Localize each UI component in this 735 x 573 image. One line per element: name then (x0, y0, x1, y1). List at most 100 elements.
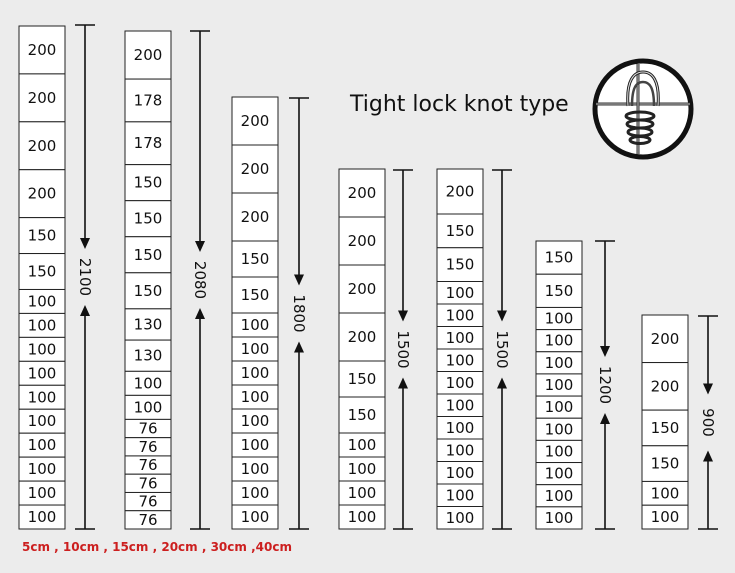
wire-spacing-label: 200 (651, 377, 680, 395)
wire-spacing-label: 100 (241, 412, 270, 430)
knot-illustration (588, 58, 698, 160)
wire-spacing-label: 100 (241, 484, 270, 502)
wire-spacing-label: 76 (138, 474, 157, 492)
wire-spacing-label: 100 (134, 398, 163, 416)
wire-spacing-label: 100 (545, 465, 574, 483)
wire-spacing-cell (18, 169, 66, 219)
arrow-up-icon (195, 308, 205, 319)
wire-spacing-label: 130 (134, 315, 163, 333)
wire-spacing-label: 100 (446, 509, 475, 527)
wire-spacing-label: 100 (446, 419, 475, 437)
wire-spacing-label: 200 (348, 280, 377, 298)
wire-spacing-cell (18, 25, 66, 75)
wire-spacing-label: 100 (545, 420, 574, 438)
height-dimension: 1500 (492, 169, 512, 530)
height-dimension: 2100 (75, 24, 95, 530)
fence-column: 2001781781501501501501301301001007676767… (124, 30, 210, 530)
wire-spacing-cell (124, 121, 172, 166)
wire-spacing-cell (124, 164, 172, 202)
wire-spacing-label: 76 (138, 438, 157, 456)
wire-spacing-label: 76 (138, 420, 157, 438)
wire-spacing-cell (641, 314, 689, 364)
height-dimension: 1200 (595, 240, 615, 530)
wire-spacing-label: 150 (545, 282, 574, 300)
wire-spacing-label: 100 (28, 484, 57, 502)
wire-spacing-label: 200 (651, 330, 680, 348)
wire-spacing-label: 200 (28, 41, 57, 59)
wire-spacing-label: 100 (28, 316, 57, 334)
wire-spacing-cell (124, 308, 172, 341)
arrow-down-icon (703, 383, 713, 395)
wire-spacing-label: 100 (446, 486, 475, 504)
wire-spacing-label: 150 (348, 370, 377, 388)
knot-type-title: Tight lock knot type (350, 92, 569, 117)
wire-spacing-label: 100 (545, 354, 574, 372)
wire-spacing-cell (338, 312, 386, 362)
wire-spacing-cell (535, 506, 583, 530)
wire-spacing-label: 200 (134, 46, 163, 64)
fence-height-label: 1500 (394, 330, 412, 368)
wire-spacing-label: 100 (545, 332, 574, 350)
wire-spacing-label: 150 (348, 406, 377, 424)
wire-spacing-label: 76 (138, 493, 157, 511)
wire-spacing-label: 100 (28, 292, 57, 310)
wire-spacing-label: 100 (446, 351, 475, 369)
wire-spacing-label: 150 (241, 250, 270, 268)
wire-spacing-cell (124, 236, 172, 274)
wire-spacing-label: 150 (446, 256, 475, 274)
fence-height-label: 1200 (596, 366, 614, 404)
arrow-down-icon (398, 310, 408, 322)
wire-spacing-label: 100 (241, 436, 270, 454)
wire-spacing-label: 100 (446, 374, 475, 392)
wire-spacing-label: 200 (446, 183, 475, 201)
wire-spacing-label: 100 (241, 508, 270, 526)
wire-spacing-label: 100 (446, 329, 475, 347)
wire-spacing-label: 100 (28, 340, 57, 358)
wire-spacing-label: 100 (651, 508, 680, 526)
wire-spacing-cell (18, 121, 66, 171)
wire-spacing-cell (231, 312, 279, 338)
arrow-up-icon (398, 377, 408, 389)
wire-spacing-label: 200 (348, 184, 377, 202)
arrow-up-icon (80, 305, 90, 316)
wire-spacing-cell (231, 456, 279, 482)
wire-spacing-cell (338, 264, 386, 314)
arrow-down-icon (80, 238, 90, 249)
wire-spacing-label: 100 (446, 441, 475, 459)
wire-spacing-label: 200 (348, 328, 377, 346)
fence-height-label: 2080 (191, 261, 209, 299)
wire-spacing-cell (338, 168, 386, 218)
wire-spacing-label: 200 (28, 185, 57, 203)
wire-spacing-label: 100 (545, 509, 574, 527)
wire-spacing-label: 100 (28, 412, 57, 430)
wire-spacing-cell (338, 396, 386, 434)
wire-spacing-cell (231, 384, 279, 410)
wire-spacing-label: 100 (545, 442, 574, 460)
wire-spacing-label: 100 (28, 508, 57, 526)
wire-spacing-cell (641, 445, 689, 482)
wire-spacing-cell (231, 144, 279, 194)
fence-height-label: 2100 (76, 258, 94, 296)
wire-spacing-cell (436, 168, 484, 215)
wire-spacing-cell (18, 217, 66, 255)
wire-spacing-label: 100 (28, 388, 57, 406)
tight-lock-knot-icon (592, 58, 694, 160)
height-dimension: 900 (698, 315, 718, 530)
wire-spacing-cell (436, 506, 484, 530)
wire-spacing-label: 178 (134, 134, 163, 152)
wire-spacing-label: 100 (28, 460, 57, 478)
arrow-up-icon (703, 450, 713, 462)
fence-column: 2001501501001001001001001001001001001001… (436, 168, 512, 530)
arrow-up-icon (497, 377, 507, 389)
arrow-down-icon (195, 241, 205, 252)
wire-spacing-label: 150 (651, 455, 680, 473)
arrow-down-icon (294, 274, 304, 286)
wire-spacing-label: 200 (348, 232, 377, 250)
wire-spacing-label: 100 (545, 376, 574, 394)
wire-spacing-label: 150 (651, 419, 680, 437)
wire-spacing-cell (338, 432, 386, 458)
